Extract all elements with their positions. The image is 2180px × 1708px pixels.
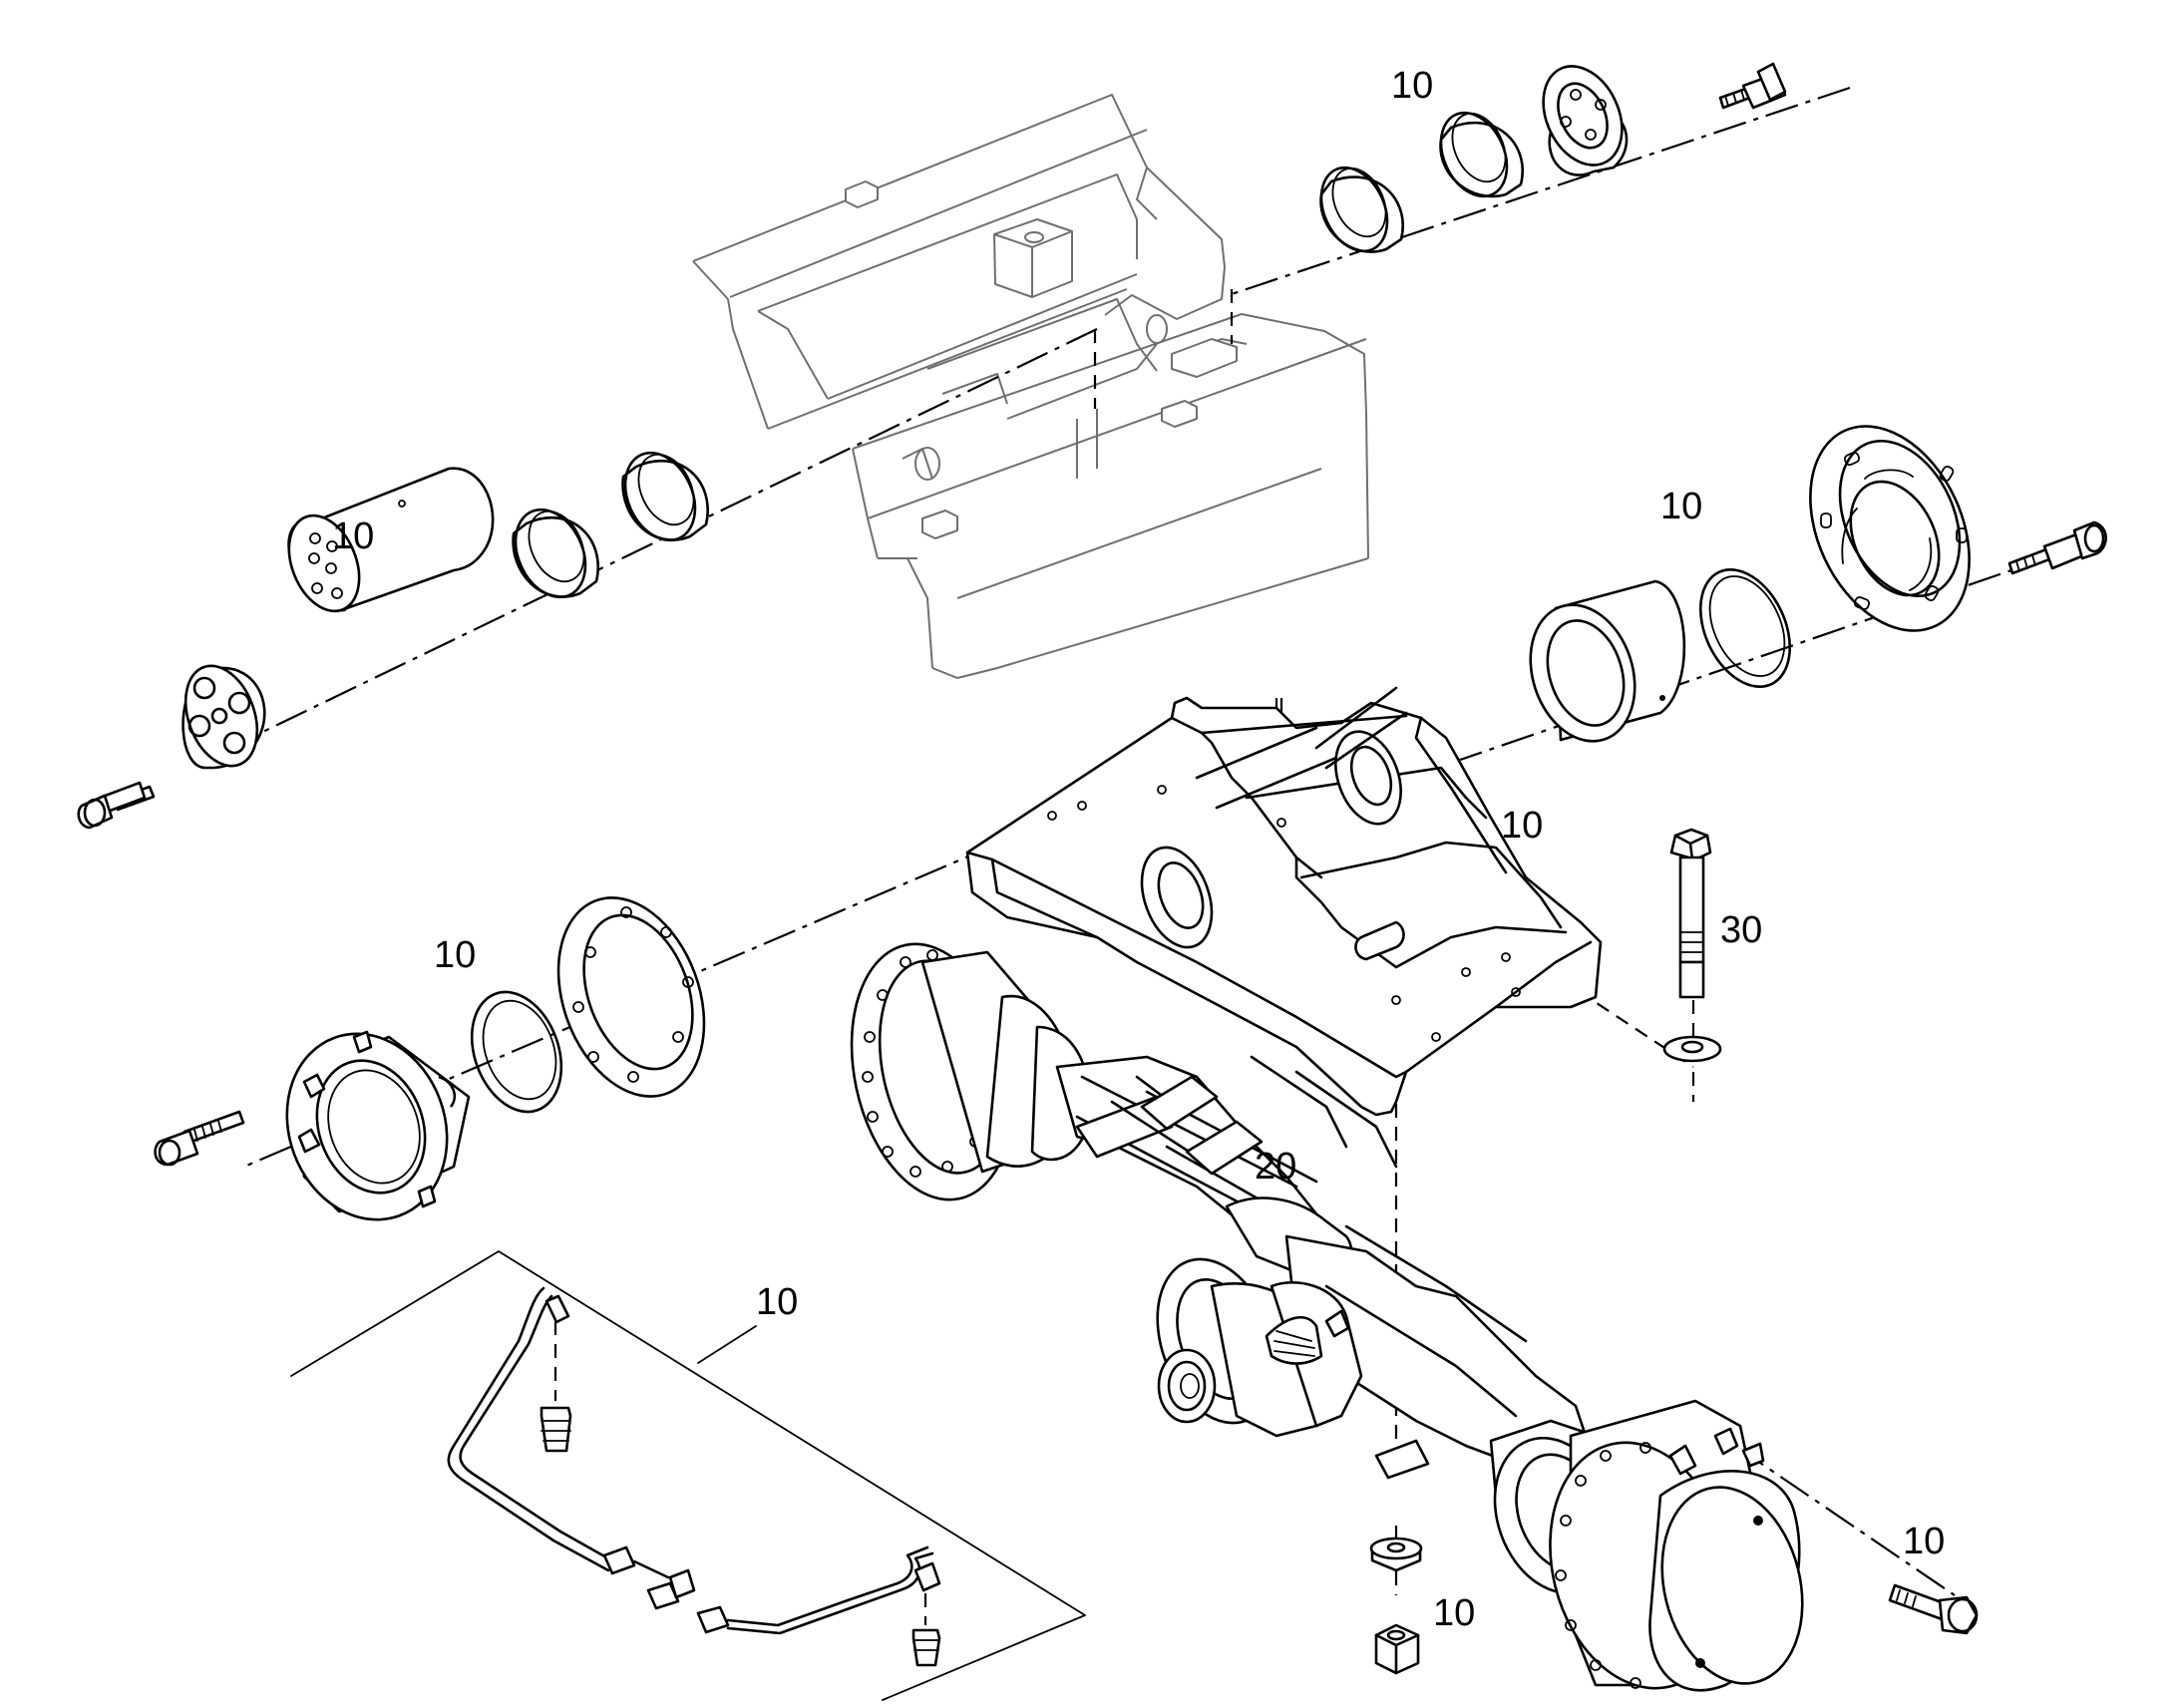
machine-frame (692, 94, 1369, 679)
callout-left-pin-bushing-set: 10 (332, 515, 374, 557)
axle-cradle (965, 686, 1603, 1117)
wheel-end-bolt (1888, 1583, 1979, 1635)
mount-bolt (1662, 828, 1722, 1063)
callout-frame-top-bushing-set: 10 (1391, 65, 1433, 107)
callout-axle-housing: 20 (1255, 1146, 1296, 1188)
axle-housing (850, 942, 1804, 1692)
top-bushing-set (1319, 62, 1787, 253)
callout-washer-nut: 10 (1433, 1592, 1475, 1634)
left-flange-set (154, 896, 706, 1221)
left-pin-set (77, 451, 709, 830)
callout-labels: 10 10 10 10 30 10 20 10 10 10 (332, 65, 1945, 1634)
callout-mount-bolt: 30 (1720, 909, 1762, 951)
callout-axle-cradle: 10 (1501, 805, 1543, 847)
right-bearing-set (1529, 425, 2107, 743)
callout-left-flange-set: 10 (434, 934, 476, 976)
callout-right-bearing-set: 10 (1660, 486, 1702, 527)
washer-and-nut (1369, 1537, 1423, 1675)
callout-brake-lines: 10 (756, 1281, 798, 1323)
callout-wheel-end-bolt: 10 (1903, 1521, 1945, 1562)
brake-line-kit (290, 1250, 1086, 1701)
